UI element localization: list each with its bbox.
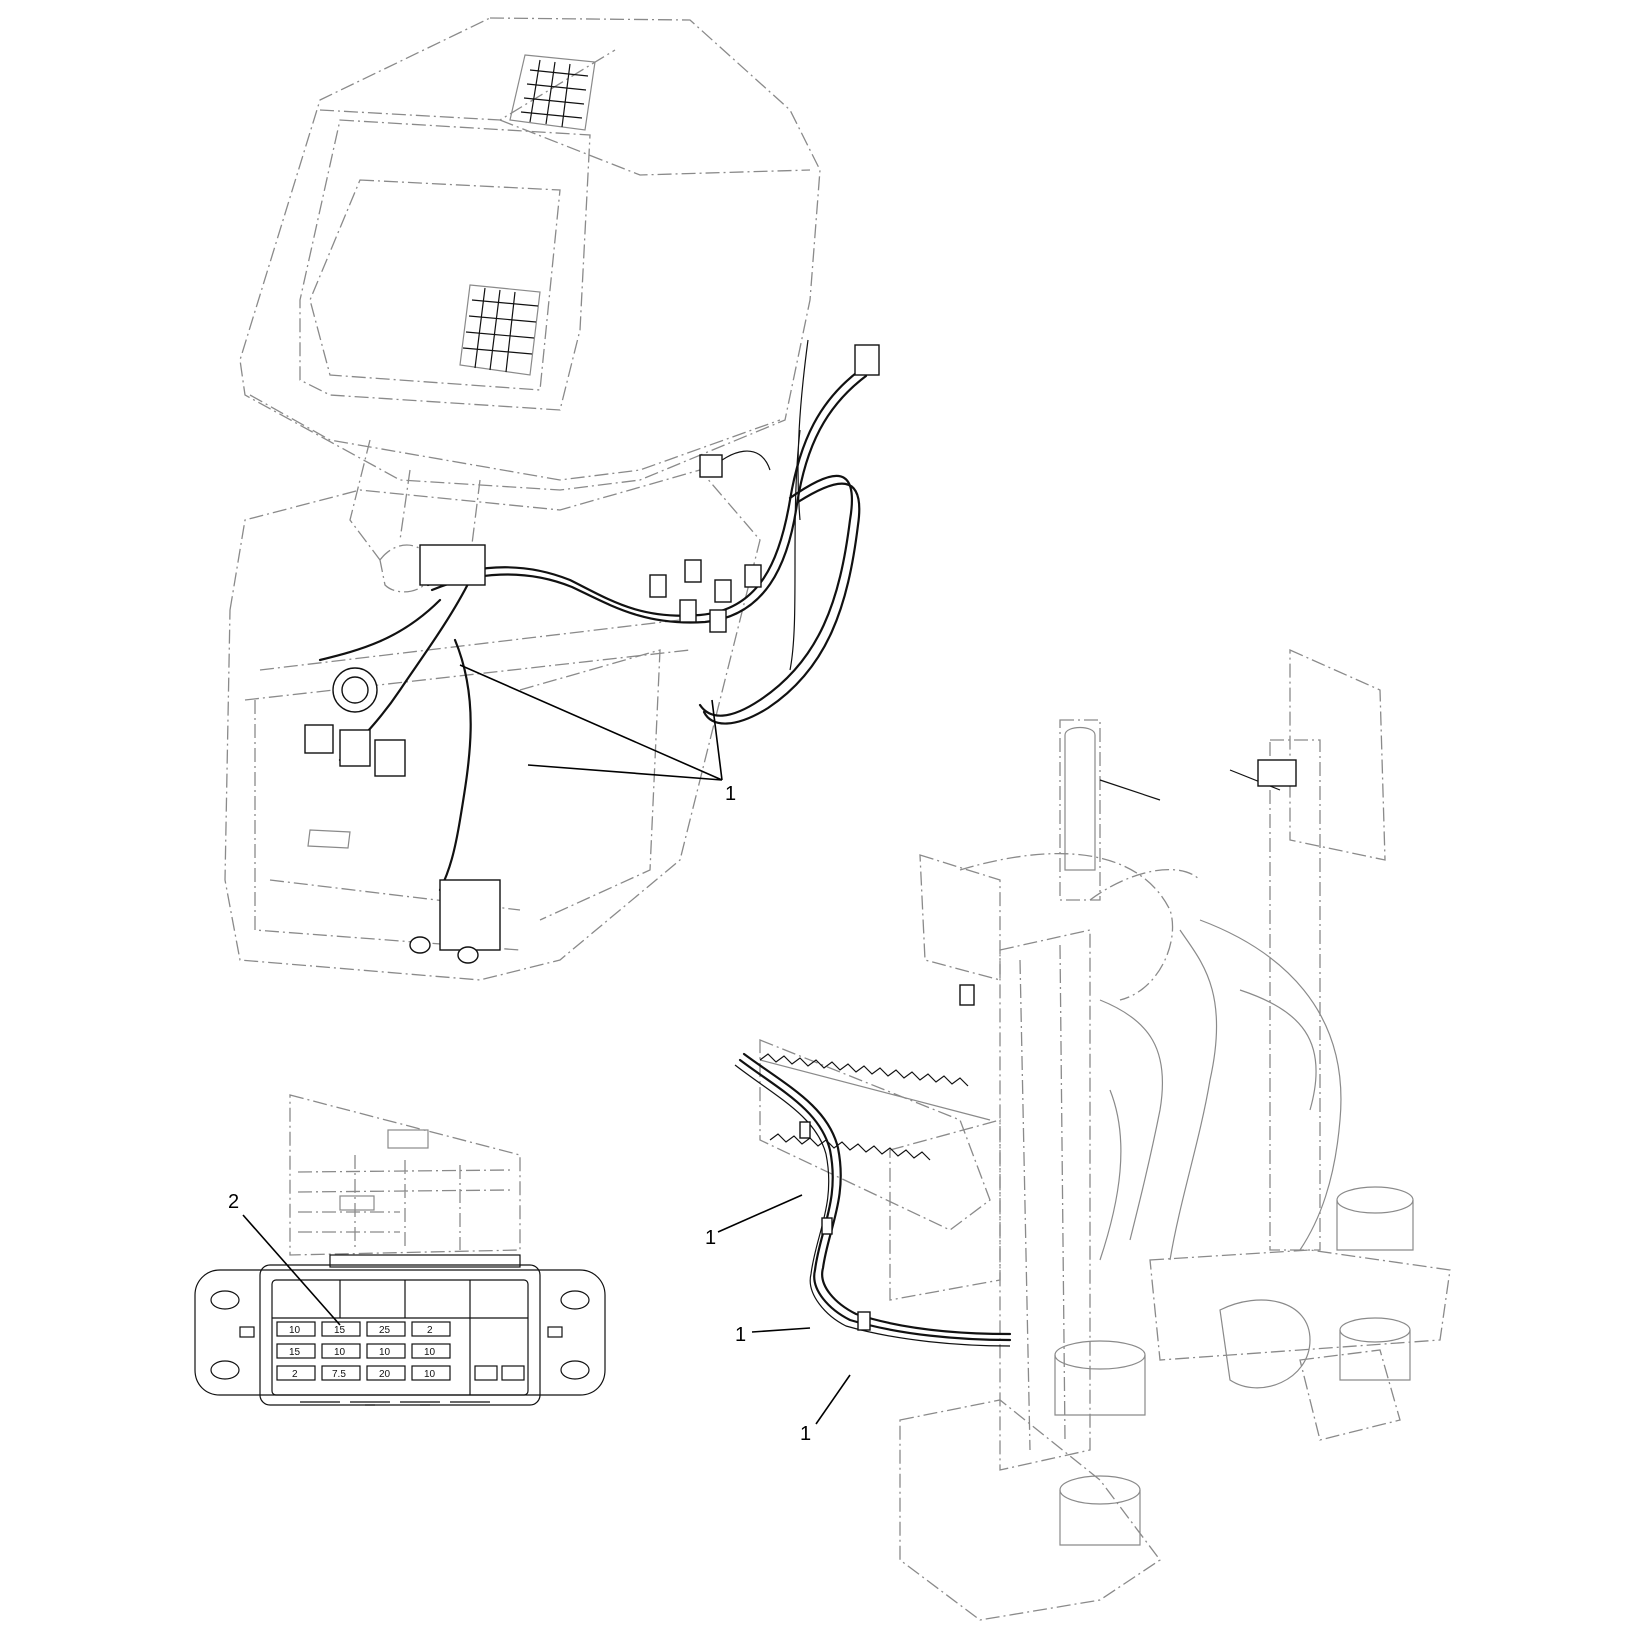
- upper-wiring-harness: [304, 339, 880, 964]
- carriage-assembly: [759, 648, 1451, 1621]
- callout-label: 2: [228, 1191, 239, 1213]
- fuse-row-1: 10 15 25 2: [276, 1321, 451, 1337]
- fuse-rating: 15: [289, 1347, 301, 1358]
- callout-label: 1: [705, 1227, 716, 1249]
- console-housing: [239, 17, 821, 561]
- fuse-rating: 15: [334, 1325, 346, 1336]
- callout-label: 1: [725, 783, 736, 805]
- callout-1-clip-c: 1: [800, 1374, 851, 1445]
- callout-1-upper: 1: [459, 664, 736, 805]
- callout-1-clip-b: 1: [735, 1324, 811, 1346]
- fuse-rating: 10: [334, 1347, 346, 1358]
- fuse-rating: 7.5: [332, 1369, 346, 1380]
- fuse-block-cover: [289, 1094, 521, 1256]
- callout-1-clip-a: 1: [705, 1194, 803, 1249]
- lower-wiring-harness: [734, 1052, 1012, 1347]
- fuse-row-3: 2 7.5 20 10: [276, 1365, 525, 1381]
- callout-2-fuse: 2: [228, 1191, 341, 1326]
- fuse-row-2: 15 10 10 10: [276, 1343, 451, 1359]
- fuse-rating: 2: [292, 1369, 298, 1380]
- callout-label: 1: [735, 1324, 746, 1346]
- fuse-block: [194, 1254, 606, 1406]
- fuse-rating: 10: [424, 1369, 436, 1380]
- vent-grille-bottom: [459, 284, 541, 376]
- fuse-rating: 25: [379, 1325, 391, 1336]
- fuse-rating: 10: [424, 1347, 436, 1358]
- fuse-rating: 2: [427, 1325, 433, 1336]
- callout-label: 1: [800, 1423, 811, 1445]
- vent-grille-top: [509, 54, 596, 131]
- fuse-rating: 10: [379, 1347, 391, 1358]
- fuse-rating: 20: [379, 1369, 391, 1380]
- fuse-rating: 10: [289, 1325, 301, 1336]
